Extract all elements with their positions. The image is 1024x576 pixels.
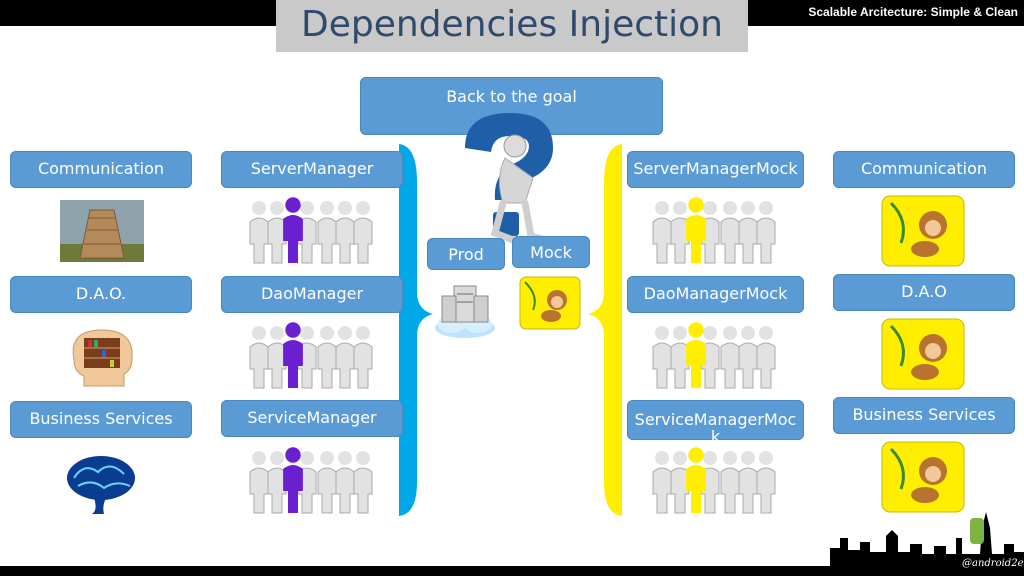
person-figure bbox=[249, 326, 269, 389]
dao-manager-label: DaoManager bbox=[260, 284, 364, 303]
mock-box: Mock bbox=[512, 236, 590, 268]
paris-skyline-icon bbox=[830, 512, 1024, 568]
right-dao-box: D.A.O bbox=[833, 274, 1015, 311]
left-business-services-box: Business Services bbox=[10, 401, 192, 438]
person-figure bbox=[353, 451, 373, 514]
right-communication-box: Communication bbox=[833, 151, 1015, 188]
person-figure bbox=[317, 451, 337, 514]
monkey-communication-icon bbox=[881, 195, 965, 267]
service-manager-mock-box: ServiceManagerMoc k bbox=[627, 400, 804, 440]
person-figure bbox=[738, 326, 758, 389]
service-manager-label: ServiceManager bbox=[247, 408, 377, 427]
person-figure bbox=[670, 326, 690, 389]
people-group-service bbox=[249, 447, 373, 514]
service-manager-mock-label-wrap: k bbox=[710, 427, 721, 440]
leader-figure bbox=[283, 322, 303, 388]
person-figure bbox=[738, 451, 758, 514]
left-communication-box: Communication bbox=[10, 151, 192, 188]
server-manager-mock-label: ServerManagerMock bbox=[633, 159, 798, 178]
person-figure bbox=[720, 201, 740, 264]
person-figure bbox=[317, 201, 337, 264]
left-business-services-label: Business Services bbox=[29, 409, 173, 428]
person-figure bbox=[267, 201, 287, 264]
footer-bar bbox=[0, 566, 1024, 576]
person-figure bbox=[756, 451, 776, 514]
leader-figure bbox=[283, 447, 303, 513]
dao-manager-mock-box: DaoManagerMock bbox=[627, 276, 804, 313]
mock-label: Mock bbox=[530, 243, 572, 262]
mock-bracket bbox=[588, 144, 622, 516]
server-cloud-icon bbox=[435, 285, 495, 338]
left-communication-label: Communication bbox=[37, 159, 165, 178]
person-figure bbox=[720, 326, 740, 389]
presentation-subtitle: Scalable Arcitecture: Simple & Clean bbox=[808, 5, 1018, 19]
dao-manager-mock-label: DaoManagerMock bbox=[643, 284, 788, 303]
leader-figure bbox=[686, 447, 706, 513]
monkey-mock-icon bbox=[519, 276, 581, 330]
people-group-dao-mock bbox=[652, 322, 776, 389]
person-figure bbox=[652, 451, 672, 514]
person-figure bbox=[267, 451, 287, 514]
right-communication-label: Communication bbox=[860, 159, 988, 178]
person-figure bbox=[335, 201, 355, 264]
service-manager-mock-label: ServiceManagerMoc bbox=[634, 410, 797, 429]
person-figure bbox=[335, 451, 355, 514]
head-library-icon bbox=[72, 329, 133, 387]
monkey-dao-icon bbox=[881, 318, 965, 390]
left-dao-box: D.A.O. bbox=[10, 276, 192, 313]
people-group-service-mock bbox=[652, 447, 776, 514]
person-figure bbox=[670, 201, 690, 264]
people-group-server bbox=[249, 197, 373, 264]
person-figure bbox=[249, 201, 269, 264]
person-figure bbox=[335, 326, 355, 389]
slide-title-box: Dependencies Injection bbox=[276, 0, 748, 52]
monkey-business-icon bbox=[881, 441, 965, 513]
server-manager-mock-box: ServerManagerMock bbox=[627, 151, 804, 188]
person-figure bbox=[249, 451, 269, 514]
leader-figure bbox=[686, 322, 706, 388]
prod-bracket bbox=[399, 144, 433, 516]
leader-figure bbox=[283, 197, 303, 263]
prod-box: Prod bbox=[427, 238, 505, 270]
person-figure bbox=[652, 326, 672, 389]
right-business-services-label: Business Services bbox=[852, 405, 996, 424]
person-figure bbox=[720, 451, 740, 514]
question-thinker-icon bbox=[465, 113, 553, 244]
person-figure bbox=[353, 201, 373, 264]
leader-figure bbox=[686, 197, 706, 263]
people-group-server-mock bbox=[652, 197, 776, 264]
server-manager-box: ServerManager bbox=[221, 151, 403, 188]
author-handle: @android2ee bbox=[962, 558, 1024, 569]
server-manager-label: ServerManager bbox=[250, 159, 374, 178]
prod-label: Prod bbox=[448, 245, 484, 264]
person-figure bbox=[353, 326, 373, 389]
person-figure bbox=[652, 201, 672, 264]
right-business-services-box: Business Services bbox=[833, 397, 1015, 434]
babel-tower-icon bbox=[60, 200, 144, 262]
people-group-dao bbox=[249, 322, 373, 389]
slide-title: Dependencies Injection bbox=[301, 4, 723, 45]
person-figure bbox=[756, 326, 776, 389]
person-figure bbox=[738, 201, 758, 264]
person-figure bbox=[670, 451, 690, 514]
right-dao-label: D.A.O bbox=[901, 282, 947, 301]
goal-label: Back to the goal bbox=[446, 87, 577, 106]
person-figure bbox=[267, 326, 287, 389]
dao-manager-box: DaoManager bbox=[221, 276, 403, 313]
person-figure bbox=[317, 326, 337, 389]
person-figure bbox=[756, 201, 776, 264]
left-dao-label: D.A.O. bbox=[75, 284, 127, 303]
brain-icon bbox=[67, 456, 135, 514]
service-manager-box: ServiceManager bbox=[221, 400, 403, 437]
